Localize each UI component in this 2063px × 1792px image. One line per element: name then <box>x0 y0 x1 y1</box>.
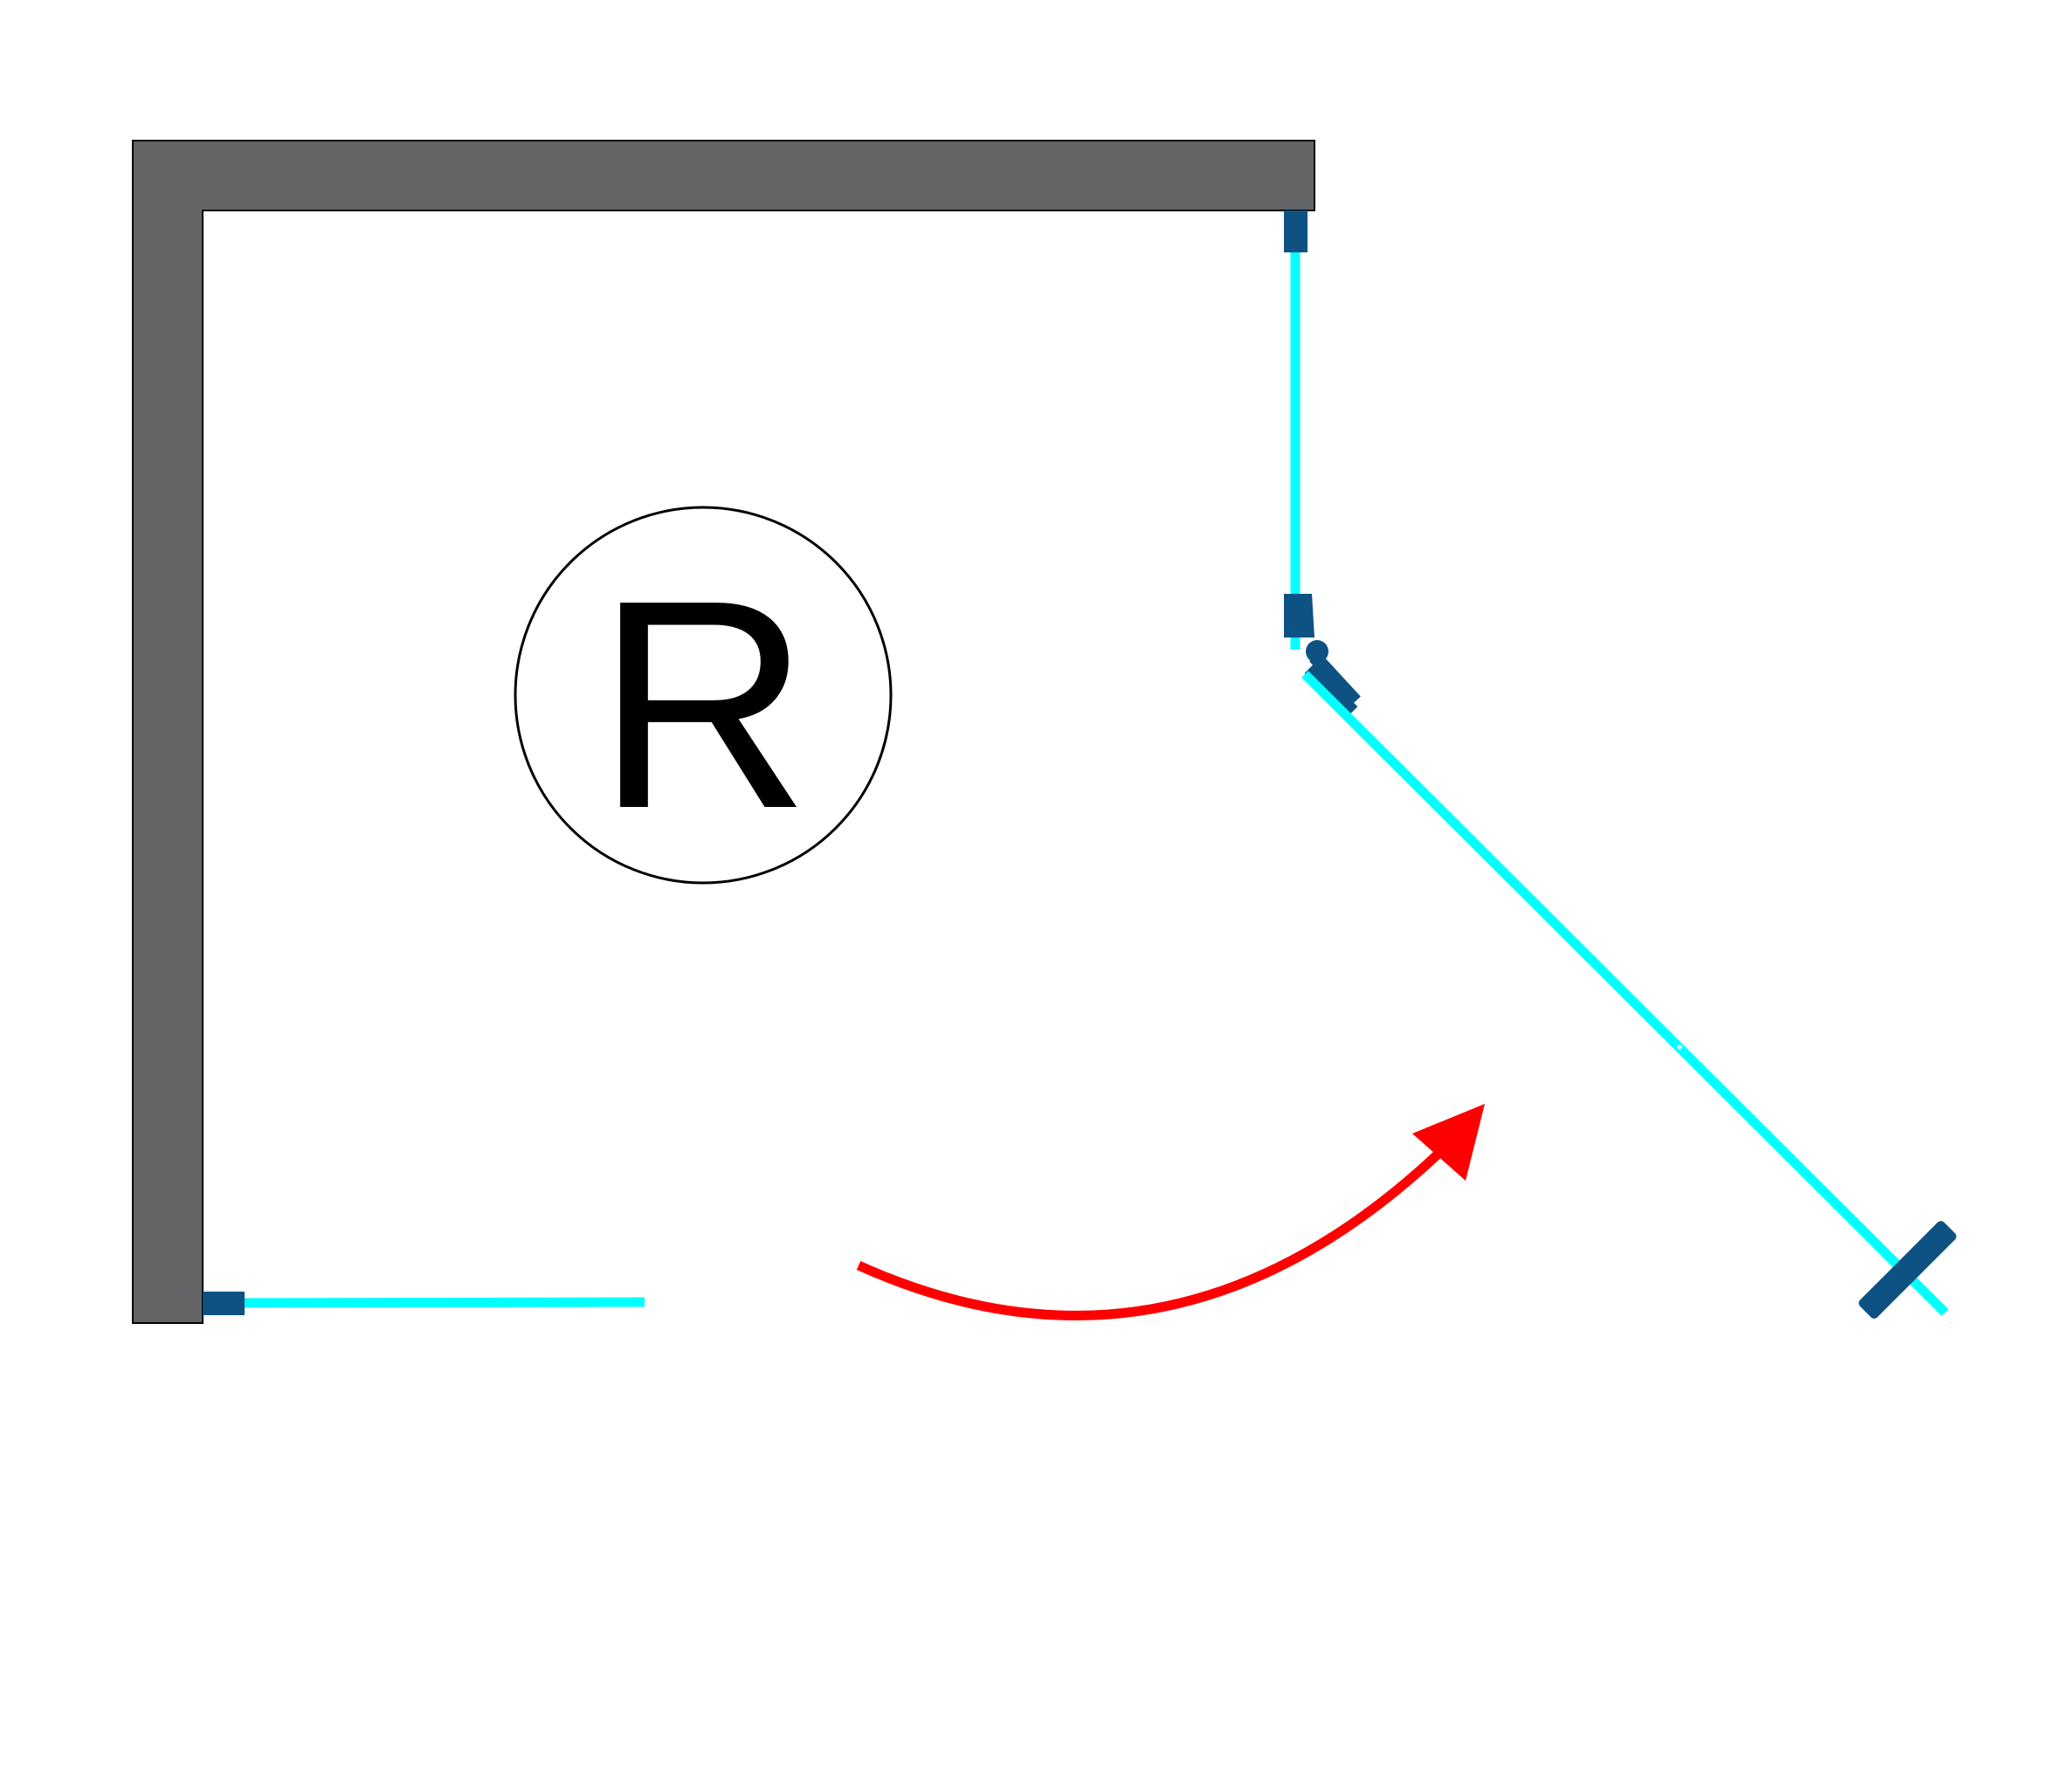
wall <box>132 140 1315 1324</box>
door-handle <box>1859 1221 1956 1319</box>
fixed-glass-panel-left <box>235 1297 645 1308</box>
wall-bracket-left <box>203 1292 245 1315</box>
wall-bracket-top <box>1284 210 1307 252</box>
hinge-block <box>1284 594 1314 638</box>
door-hinge-bracket <box>1304 663 1358 717</box>
hand-badge-letter: R <box>596 539 811 871</box>
door-glass-open <box>1301 671 1949 1316</box>
door-midpoint-marker <box>1677 1044 1682 1050</box>
hand-badge-circle <box>514 506 893 885</box>
hinge-arm <box>1309 651 1361 706</box>
swing-direction-arrow-head <box>1412 1104 1485 1181</box>
swing-direction-arrow-arc <box>856 1148 1443 1320</box>
